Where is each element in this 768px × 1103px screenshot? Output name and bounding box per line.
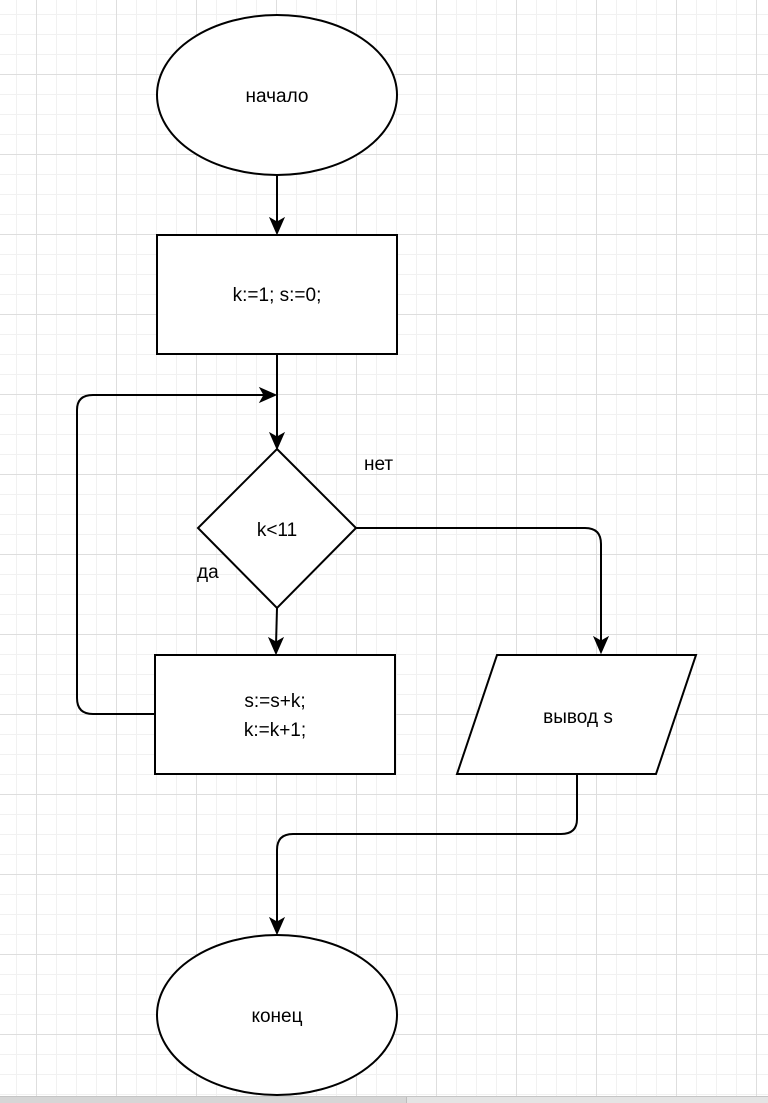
condition-label: k<11: [257, 520, 297, 541]
init-label: k:=1; s:=0;: [233, 285, 322, 306]
edge-line: [275, 607, 278, 646]
branch-label-no: нет: [364, 454, 393, 475]
arrowhead-icon: [258, 386, 278, 404]
edge-start-to-init[interactable]: [268, 175, 286, 236]
edge-cond-to-body[interactable]: [267, 607, 285, 656]
output-parallelogram: [455, 654, 698, 775]
init-node[interactable]: k:=1; s:=0;: [156, 234, 398, 355]
start-node[interactable]: начало: [156, 14, 398, 176]
loop-body-rect: [154, 654, 396, 775]
branch-label-yes: да: [197, 562, 219, 583]
arrowhead-icon: [268, 431, 286, 451]
edge-output-to-end[interactable]: [268, 774, 578, 936]
arrowhead-icon: [592, 635, 610, 655]
loop-body-line-2: k:=k+1;: [244, 720, 306, 741]
loop-body-node[interactable]: s:=s+k; k:=k+1;: [154, 654, 396, 775]
end-ellipse: [156, 934, 398, 1096]
horizontal-scrollbar[interactable]: [0, 1096, 768, 1103]
condition-node[interactable]: k<11: [196, 447, 358, 610]
edge-line: [76, 394, 266, 715]
edge-line: [276, 774, 578, 925]
edge-body-to-cond-loop[interactable]: [76, 386, 278, 715]
end-label: конец: [251, 1006, 302, 1027]
end-node[interactable]: конец: [156, 934, 398, 1096]
scrollbar-thumb[interactable]: [0, 1097, 407, 1103]
output-node[interactable]: вывод s: [455, 654, 698, 775]
edge-init-to-cond[interactable]: [268, 354, 286, 451]
arrowhead-icon: [268, 916, 286, 936]
edge-line: [356, 527, 602, 644]
output-label: вывод s: [543, 707, 613, 728]
arrowhead-icon: [268, 216, 286, 236]
edge-cond-to-output[interactable]: [356, 527, 610, 655]
loop-body-line-1: s:=s+k;: [244, 691, 305, 712]
start-label: начало: [246, 86, 309, 107]
arrowhead-icon: [267, 636, 285, 656]
